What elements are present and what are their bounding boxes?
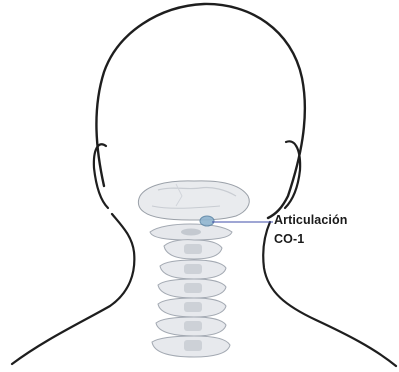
vertebra-c2: [164, 240, 222, 259]
occipital-bone: [138, 181, 249, 220]
vertebra-c7: [152, 336, 230, 357]
neck-outline-left: [12, 214, 134, 364]
vertebra-c3: [160, 260, 226, 279]
atlas-c1: [150, 224, 232, 240]
vertebra-c5: [158, 298, 226, 317]
joint-label-line-1: Articulación: [274, 211, 394, 230]
atlanto-occipital-joint: [200, 216, 214, 226]
cervical-vertebrae: [152, 240, 230, 357]
vertebra-c6: [156, 317, 226, 336]
joint-label: Articulación CO-1: [274, 211, 394, 249]
joint-label-line-2: CO-1: [274, 230, 394, 249]
vertebra-c4: [158, 279, 226, 298]
